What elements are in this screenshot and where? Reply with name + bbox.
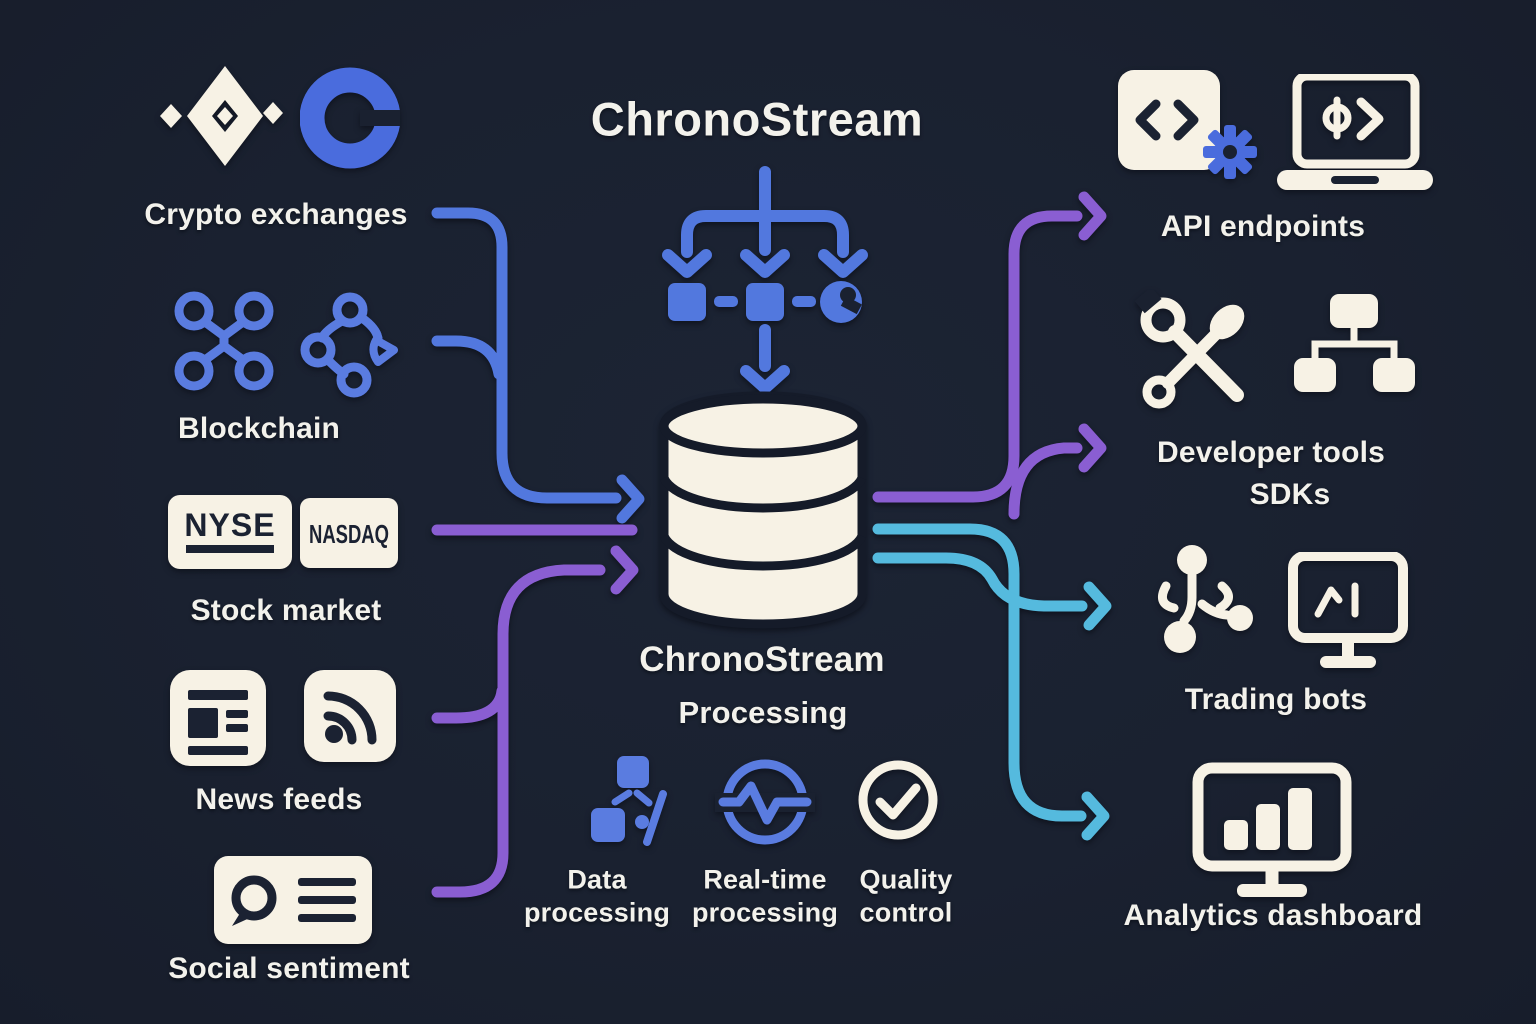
connector-crypto-blockchain-to-db	[431, 207, 645, 524]
chat-card-icon	[214, 856, 372, 944]
output-label-trading-bots: Trading bots	[1184, 683, 1368, 716]
output-label-sdks: SDKs	[1249, 478, 1331, 511]
nyse-badge: NYSE	[168, 495, 292, 569]
sitemap-icon	[1294, 294, 1415, 392]
feature-data-line2: processing	[523, 897, 671, 928]
tools-icon	[1135, 290, 1245, 409]
connector-db-to-devtools	[1008, 423, 1107, 520]
source-label-social-sentiment: Social sentiment	[168, 952, 410, 985]
output-label-api-endpoints: API endpoints	[1160, 210, 1366, 243]
nasdaq-badge: NASDAQ	[300, 498, 398, 568]
network-nodes-icon	[174, 291, 274, 391]
check-circle-icon	[858, 760, 938, 840]
realtime-sync-icon	[715, 759, 815, 845]
page-title: ChronoStream	[590, 92, 924, 146]
connector-news-social-to-db	[431, 545, 639, 898]
monitor-chart-icon	[1288, 552, 1408, 668]
coinbase-icon	[300, 67, 400, 169]
binance-icon	[160, 66, 283, 166]
data-processing-icon	[591, 756, 667, 846]
source-label-stock-market: Stock market	[190, 594, 382, 627]
gear-icon	[1203, 125, 1257, 179]
output-label-developer-tools: Developer tools	[1156, 436, 1386, 469]
source-label-blockchain: Blockchain	[177, 412, 341, 445]
source-label-crypto-exchanges: Crypto exchanges	[144, 198, 408, 231]
source-label-news-feeds: News feeds	[195, 783, 363, 816]
branch-nodes-icon	[1157, 545, 1253, 653]
monitor-bars-icon	[1192, 762, 1352, 897]
newspaper-icon	[170, 670, 266, 766]
database-cylinder-icon	[659, 391, 867, 629]
db-label-line1: ChronoStream	[639, 640, 885, 679]
feature-data-line1: Data	[567, 864, 627, 895]
feature-realtime-line2: processing	[691, 897, 839, 928]
feature-quality-line1: Quality	[859, 864, 953, 895]
linked-nodes-icon	[300, 292, 398, 398]
output-label-analytics-dashboard: Analytics dashboard	[1123, 899, 1423, 932]
connector-db-to-analytics	[872, 523, 1110, 841]
nasdaq-badge-text: NASDAQ	[309, 519, 389, 549]
connector-db-to-api	[872, 191, 1107, 503]
connector-db-to-bots	[872, 552, 1112, 631]
code-window-icon	[1118, 70, 1257, 179]
laptop-code-icon	[1277, 74, 1433, 190]
feature-realtime-line1: Real-time	[703, 864, 827, 895]
db-label-line2: Processing	[678, 695, 848, 730]
flow-splitter-icon	[662, 166, 868, 394]
nyse-badge-text: NYSE	[184, 507, 275, 543]
rss-icon	[304, 670, 396, 762]
feature-quality-line2: control	[859, 897, 953, 928]
